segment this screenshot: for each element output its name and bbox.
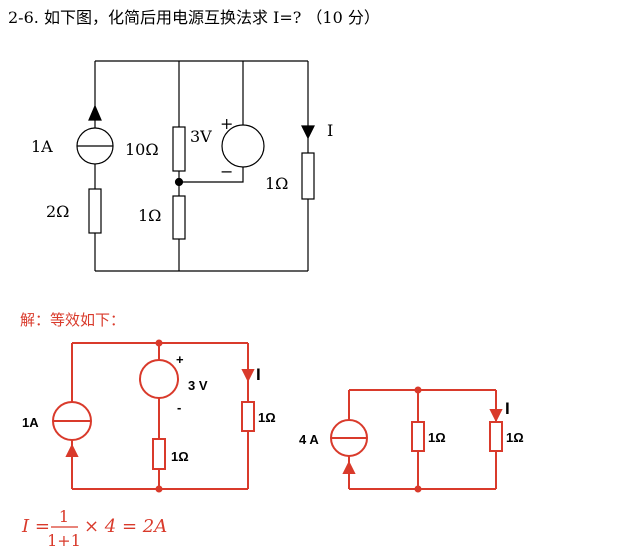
formula-lhs: I = — [21, 516, 50, 537]
label-1ohm-middle-3: 1Ω — [428, 430, 446, 445]
equivalent-components — [52, 339, 255, 493]
formula-rest: × 4 = 2A — [84, 516, 167, 537]
original-components — [76, 104, 315, 240]
source-arrow — [88, 104, 102, 121]
problem-title: 2-6. 如下图，化简后用电源互换法求 I=? （10 分） — [8, 8, 380, 27]
solution-label: 解：等效如下： — [20, 311, 126, 329]
original-circuit — [94, 60, 309, 272]
result-formula: I = 1 1+1 × 4 = 2A — [21, 507, 167, 550]
resistor-1ohm-middle-eq — [152, 438, 166, 470]
label-2ohm: 2Ω — [46, 202, 69, 221]
label-4a: 4 A — [299, 432, 319, 447]
resistor-2ohm — [88, 188, 102, 234]
current-arrow-i — [301, 125, 315, 140]
simplified-components — [330, 386, 503, 493]
junction-top-3 — [414, 386, 422, 394]
label-current-i-3: I — [505, 399, 510, 418]
resistor-1ohm-load-eq — [241, 401, 255, 432]
voltage-source-3v-eq — [139, 359, 179, 399]
label-1a-eq: 1A — [22, 415, 39, 430]
label-3v-eq: 3 V — [188, 378, 208, 393]
resistor-1ohm-middle — [172, 195, 186, 240]
label-1ohm-load: 1Ω — [265, 174, 288, 193]
label-current-i: I — [327, 121, 333, 140]
source-arrow-eq — [65, 443, 79, 457]
label-plus-eq: + — [176, 352, 184, 367]
current-arrow-i-3 — [489, 409, 503, 423]
label-1ohm-middle-eq: 1Ω — [171, 449, 189, 464]
formula-numerator: 1 — [59, 507, 69, 526]
label-1a: 1A — [31, 137, 53, 156]
resistor-1ohm-load — [301, 152, 315, 200]
junction-node — [174, 177, 184, 187]
resistor-1ohm-middle-3 — [411, 421, 425, 452]
current-arrow-i-eq — [241, 369, 255, 383]
label-1ohm-load-3: 1Ω — [506, 430, 524, 445]
label-1ohm-load-eq: 1Ω — [258, 410, 276, 425]
resistor-10ohm — [172, 126, 186, 172]
label-3v: 3V — [190, 127, 212, 146]
resistor-1ohm-load-3 — [489, 421, 503, 452]
label-1ohm-middle: 1Ω — [138, 206, 161, 225]
label-minus: − — [220, 162, 233, 181]
wire-vsrc-lower — [179, 166, 244, 183]
label-plus: + — [220, 114, 233, 133]
label-minus-eq: - — [177, 400, 181, 415]
source-arrow-4a — [342, 460, 356, 474]
formula-denominator: 1+1 — [47, 531, 81, 550]
junction-bottom-3 — [414, 485, 422, 493]
junction-top-eq — [155, 339, 163, 347]
voltage-source-3v — [221, 124, 265, 168]
label-10ohm: 10Ω — [125, 140, 159, 159]
label-current-i-eq: I — [256, 365, 261, 384]
junction-bottom-eq — [155, 485, 163, 493]
